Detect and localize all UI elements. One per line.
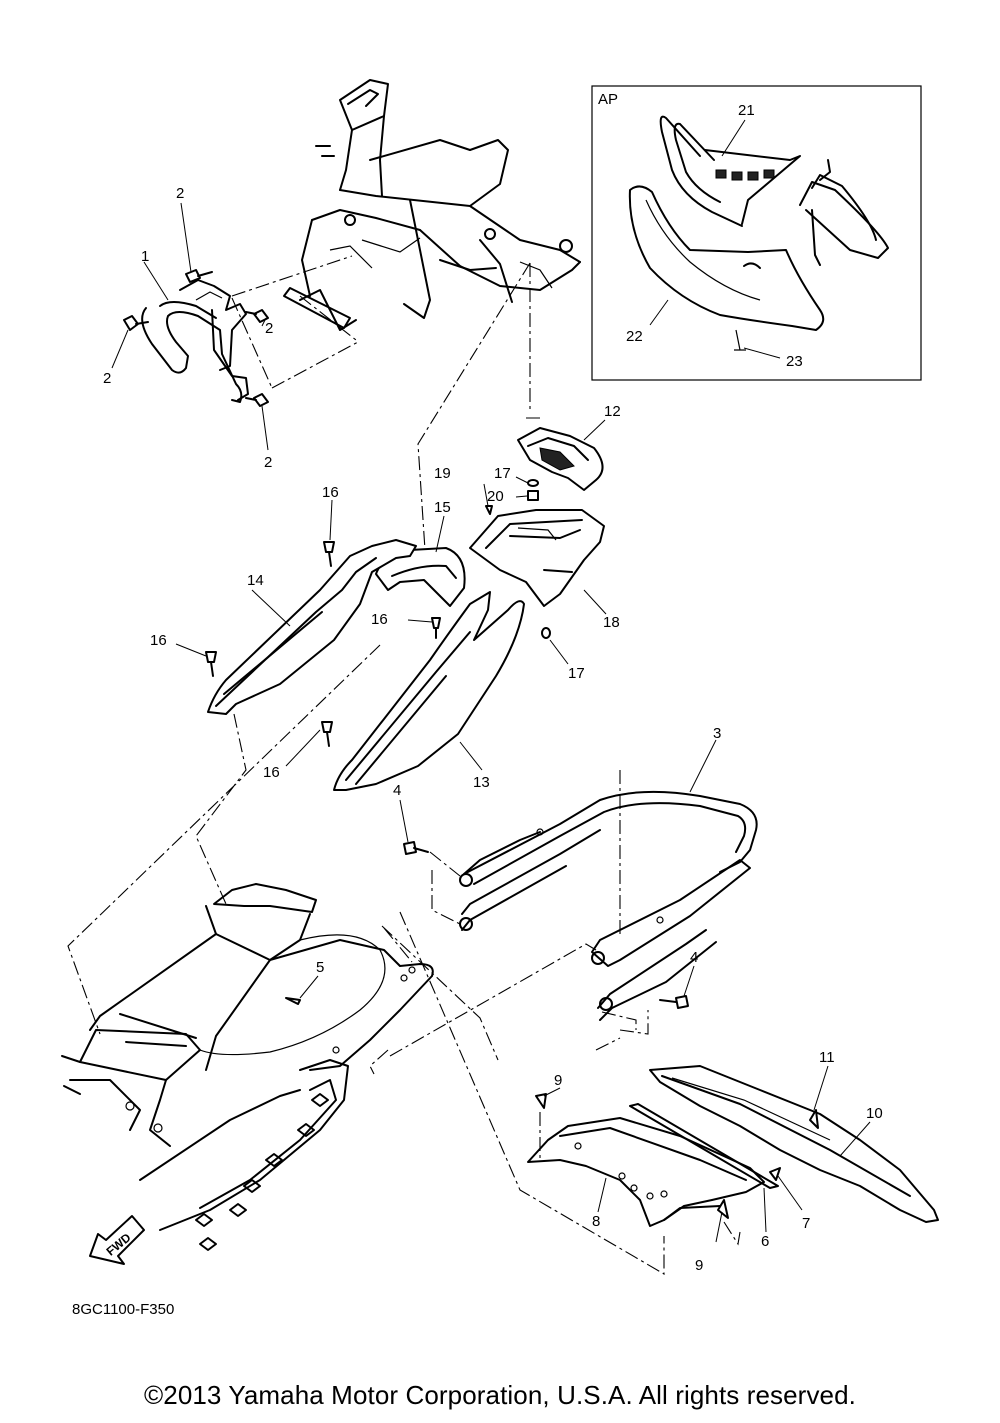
callout-18: 18 xyxy=(603,614,620,631)
callout-2d: 2 xyxy=(264,454,272,471)
rivet-5 xyxy=(285,997,301,1005)
leader-6 xyxy=(763,1187,767,1233)
washer-17b xyxy=(541,627,551,639)
dash-rack xyxy=(429,770,649,1051)
callout-11: 11 xyxy=(819,1049,835,1066)
bolts-4 xyxy=(399,799,695,1009)
callout-15: 15 xyxy=(434,499,451,516)
part-12 xyxy=(517,427,604,491)
rivets xyxy=(535,1065,829,1246)
rear-cover-18 xyxy=(469,509,605,607)
callout-2a: 2 xyxy=(176,185,184,202)
callout-numbers: 1 2 2 2 2 3 4 4 5 6 7 8 9 9 10 11 12 13 … xyxy=(103,102,883,1274)
front-bumper-1 xyxy=(141,279,249,403)
dash-seat-upper xyxy=(417,262,540,566)
callout-23: 23 xyxy=(786,353,803,370)
callout-12: 12 xyxy=(604,403,621,420)
leader-22 xyxy=(649,299,669,326)
callout-8: 8 xyxy=(592,1213,600,1230)
callout-1: 1 xyxy=(141,248,149,265)
leader-18 xyxy=(583,589,607,615)
callout-9b: 9 xyxy=(695,1257,703,1274)
leader-5 xyxy=(299,975,319,999)
callout-7: 7 xyxy=(802,1215,810,1232)
dash-frame xyxy=(67,644,597,1075)
rear-frame xyxy=(61,883,434,1251)
inset-screw-23 xyxy=(734,329,746,351)
callout-16b: 16 xyxy=(150,632,167,649)
callout-16d: 16 xyxy=(263,764,280,781)
accessory-inset: AP xyxy=(591,85,922,381)
callout-16c: 16 xyxy=(371,611,388,628)
cover-15 xyxy=(375,547,466,607)
callout-19: 19 xyxy=(434,465,451,482)
callout-22: 22 xyxy=(626,328,643,345)
callout-5: 5 xyxy=(316,959,324,976)
strip-6 xyxy=(629,1103,779,1189)
leader-15 xyxy=(435,515,445,553)
callout-3: 3 xyxy=(713,725,721,742)
inset-frame xyxy=(591,85,922,381)
inset-bumper-21 xyxy=(659,115,889,266)
inset-skid-22 xyxy=(628,185,825,331)
dash-board xyxy=(399,911,665,1275)
callout-21: 21 xyxy=(738,102,755,119)
reference-code: 8GC1100-F350 xyxy=(72,1301,175,1318)
callout-4b: 4 xyxy=(690,949,698,966)
leader-21 xyxy=(721,119,746,157)
callout-6: 6 xyxy=(761,1233,769,1250)
nut-20 xyxy=(527,490,539,501)
leader-23 xyxy=(743,347,781,359)
side-cover-13 xyxy=(333,591,525,791)
callout-16a: 16 xyxy=(322,484,339,501)
callout-2c: 2 xyxy=(103,370,111,387)
callout-13: 13 xyxy=(473,774,490,791)
panel-10 xyxy=(649,1065,939,1223)
fwd-arrow: FWD xyxy=(89,1215,145,1265)
side-cover-14 xyxy=(207,539,417,715)
dash-bumper xyxy=(231,255,359,389)
callout-20: 20 xyxy=(487,488,504,505)
copyright-notice: ©2013 Yamaha Motor Corporation, U.S.A. A… xyxy=(144,1380,856,1410)
leader-8 xyxy=(597,1177,607,1213)
rivet-19 xyxy=(485,505,493,515)
washer-17a xyxy=(527,479,539,487)
screws-16 xyxy=(175,499,441,767)
leader-14 xyxy=(251,589,291,627)
leader-10 xyxy=(839,1121,871,1157)
rear-rack-3 xyxy=(459,790,758,1021)
callout-9a: 9 xyxy=(554,1072,562,1089)
callout-10: 10 xyxy=(866,1105,883,1122)
callout-17b: 17 xyxy=(568,665,585,682)
footboard-8 xyxy=(527,1117,765,1227)
leader-13 xyxy=(459,741,483,771)
inset-label: AP xyxy=(598,91,618,108)
callout-2b: 2 xyxy=(265,320,273,337)
callout-14: 14 xyxy=(247,572,264,589)
bolts-2 xyxy=(123,269,269,407)
leader-12 xyxy=(583,419,606,441)
leader-3 xyxy=(689,739,717,793)
callout-17a: 17 xyxy=(494,465,511,482)
upper-frame xyxy=(283,79,581,331)
leaders-top xyxy=(111,202,269,451)
callout-4a: 4 xyxy=(393,782,401,799)
